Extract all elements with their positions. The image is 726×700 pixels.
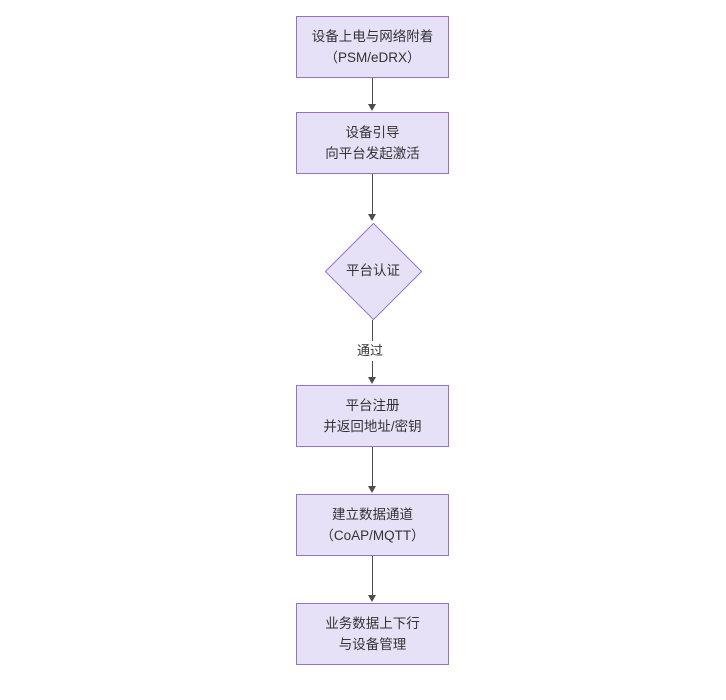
- connector-bootstrap-to-auth: [372, 174, 373, 215]
- node-bootstrap[interactable]: 设备引导 向平台发起激活: [296, 112, 449, 174]
- node-service-data-line1: 业务数据上下行: [325, 616, 420, 631]
- arrowhead-register-to-channel: [368, 486, 376, 493]
- node-power-on-line1: 设备上电与网络附着: [311, 29, 434, 44]
- edge-label-pass: 通过: [355, 341, 386, 361]
- connector-power-on-to-bootstrap: [372, 78, 373, 105]
- arrowhead-auth-to-register: [368, 377, 376, 384]
- node-service-data-line2: 与设备管理: [338, 637, 407, 652]
- node-platform-auth-label: 平台认证: [346, 263, 400, 278]
- node-power-on[interactable]: 设备上电与网络附着 （PSM/eDRX）: [296, 16, 449, 78]
- connector-register-to-channel: [372, 447, 373, 487]
- node-data-channel[interactable]: 建立数据通道 （CoAP/MQTT）: [296, 494, 449, 556]
- node-platform-register-line1: 平台注册: [345, 398, 400, 413]
- arrowhead-channel-to-service: [368, 595, 376, 602]
- node-bootstrap-line2: 向平台发起激活: [325, 146, 420, 161]
- node-power-on-line2: （PSM/eDRX）: [324, 50, 421, 65]
- node-platform-register-line2: 并返回地址/密钥: [323, 419, 422, 434]
- node-service-data[interactable]: 业务数据上下行 与设备管理: [296, 603, 449, 665]
- arrowhead-power-on-to-bootstrap: [368, 104, 376, 111]
- arrowhead-bootstrap-to-auth: [368, 214, 376, 221]
- node-platform-register[interactable]: 平台注册 并返回地址/密钥: [296, 385, 449, 447]
- connector-channel-to-service: [372, 556, 373, 596]
- node-data-channel-line2: （CoAP/MQTT）: [320, 528, 425, 543]
- node-data-channel-line1: 建立数据通道: [332, 507, 413, 522]
- node-platform-auth[interactable]: 平台认证: [324, 222, 422, 320]
- node-bootstrap-line1: 设备引导: [345, 125, 400, 140]
